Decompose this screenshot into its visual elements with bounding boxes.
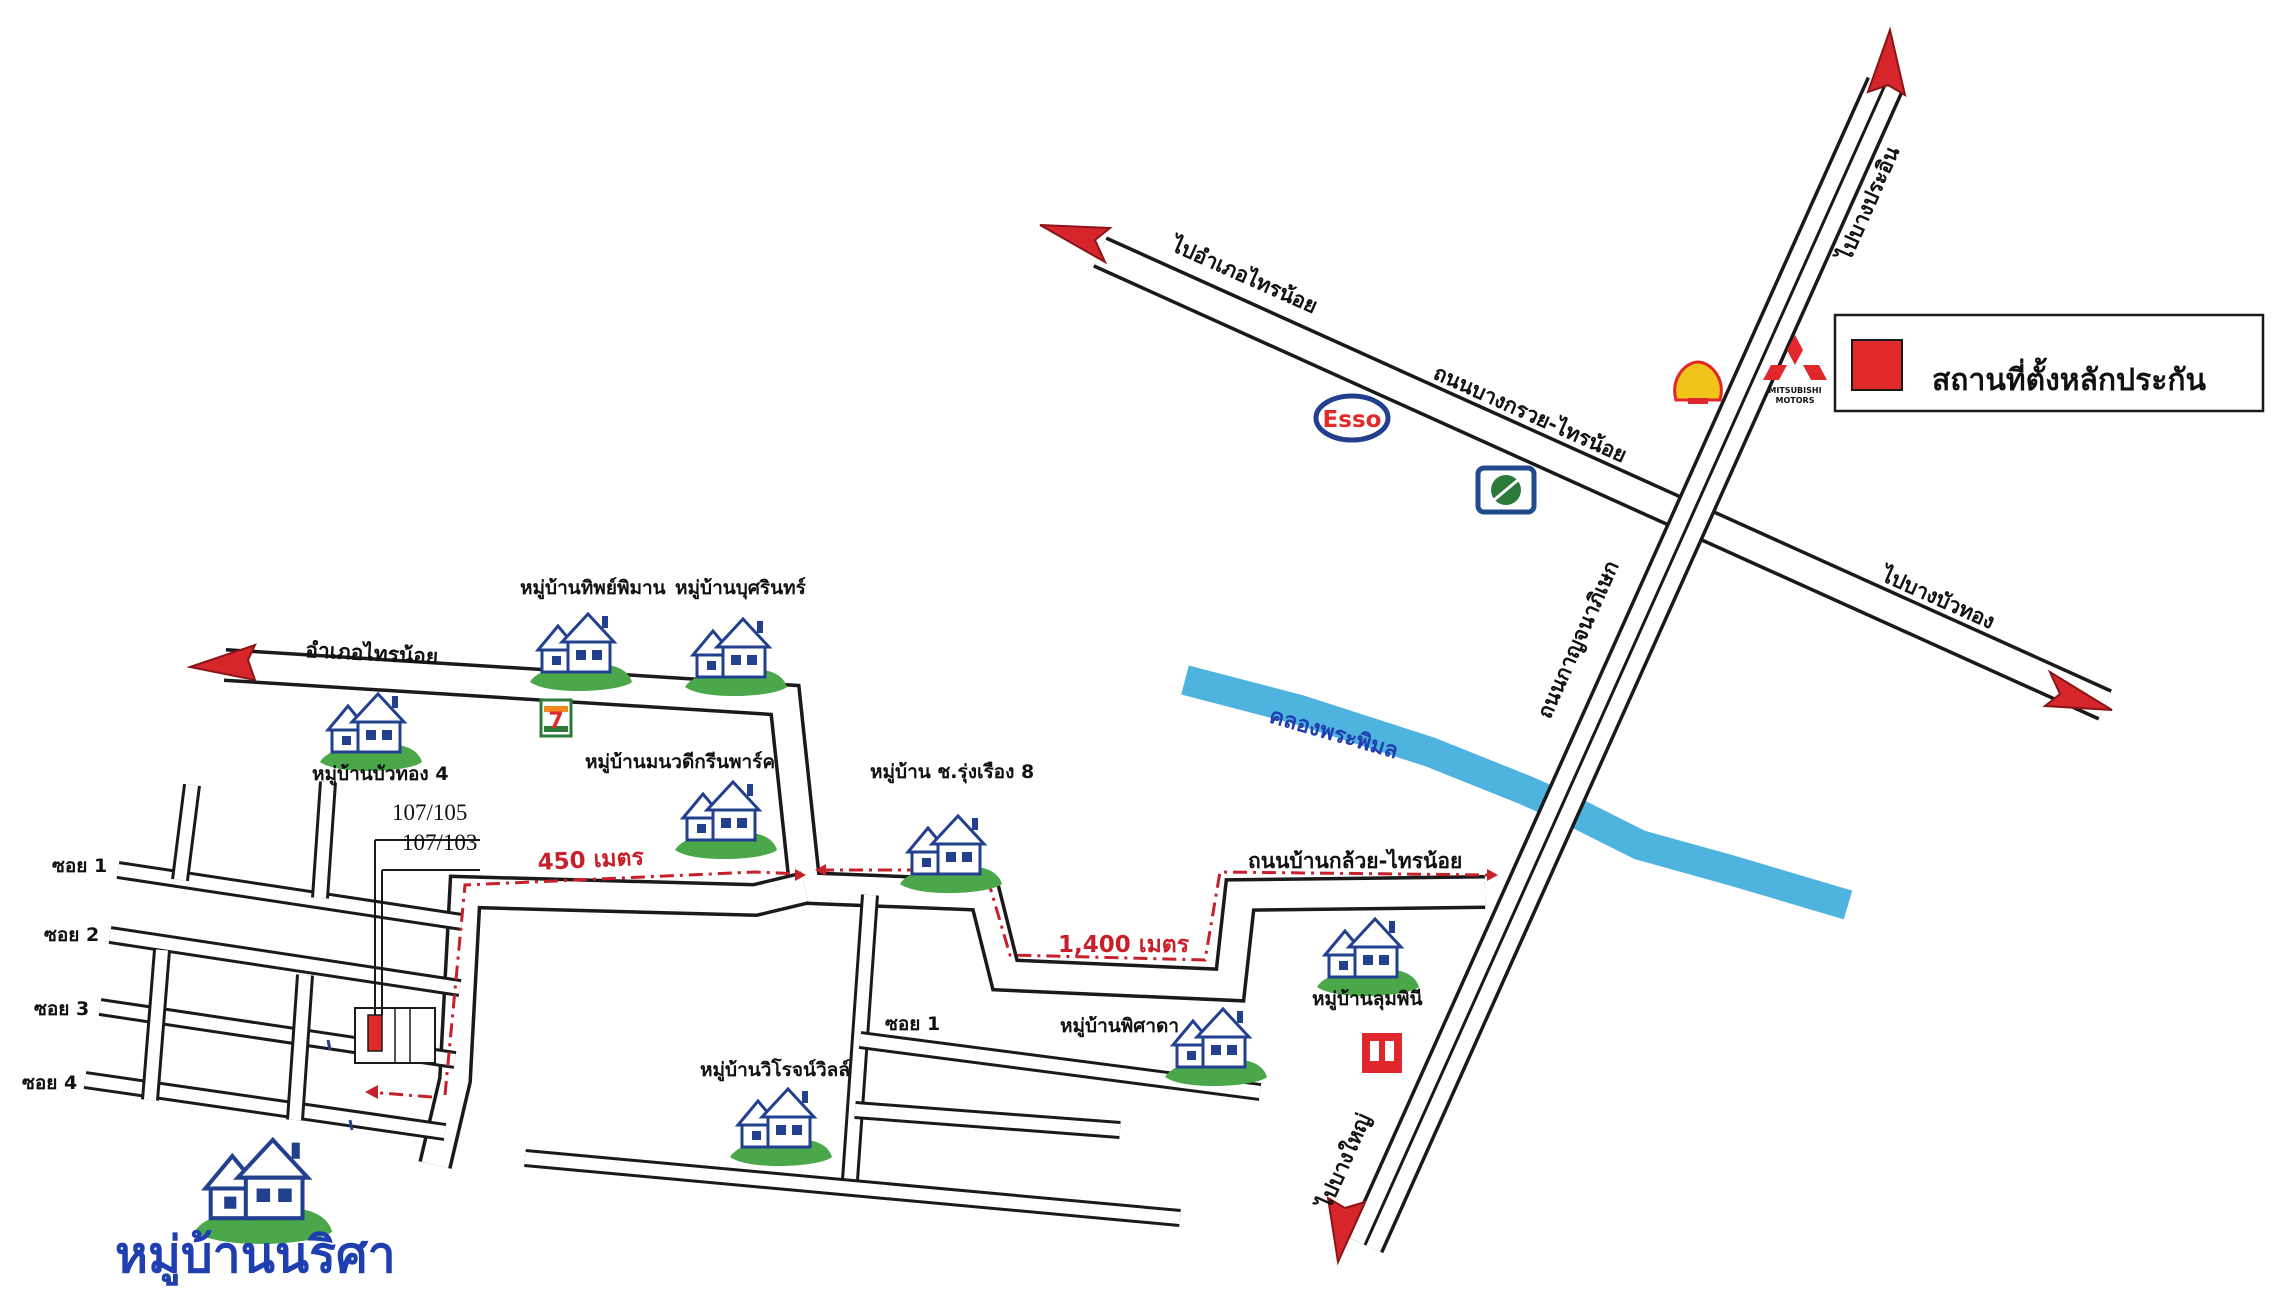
label-soi-2: ซอย 2 — [44, 924, 99, 946]
road-kanchanaphisek — [1346, 76, 1904, 1254]
house-icon-thip-phiman — [528, 612, 634, 693]
label-soi-1-left: ซอย 1 — [52, 855, 107, 877]
label-lumphini: หมู่บ้านลุมพินี — [1312, 988, 1422, 1011]
arrow-to-bang-bua-thong — [2042, 669, 2113, 711]
label-thip-phiman: หมู่บ้านทิพย์พิมาน — [520, 577, 666, 600]
mitsubishi-logo: MITSUBISHI MOTORS — [1763, 335, 1827, 405]
house-icon-bu-sarin — [683, 617, 789, 698]
label-rungrueang-8: หมู่บ้าน ช.รุ่งเรือง 8 — [870, 761, 1034, 784]
label-distance-1400: 1,400 เมตร — [1058, 932, 1190, 958]
svg-text:7: 7 — [548, 709, 563, 734]
label-narisa: หมู่บ้านนริศา — [115, 1226, 396, 1286]
label-phisada: หมู่บ้านพิศาดา — [1060, 1015, 1179, 1038]
label-wiroj-ville: หมู่บ้านวิโรจน์วิลล์ — [700, 1058, 850, 1082]
bangchak-logo — [1475, 465, 1537, 515]
svg-text:MITSUBISHI: MITSUBISHI — [1768, 386, 1821, 395]
label-ban-kluai-sai-noi: ถนนบ้านกล้วย-ไทรน้อย — [1248, 848, 1462, 873]
label-soi-1-mid: ซอย 1 — [885, 1013, 940, 1035]
arrow-to-amphoe-sai-noi — [186, 643, 257, 682]
arrow-to-bang-yai — [1326, 1196, 1367, 1266]
label-manatee: หมู่บ้านมนวดีกรีนพาร์ค — [585, 751, 775, 774]
house-icon-lumphini — [1315, 917, 1421, 998]
svg-text:MOTORS: MOTORS — [1776, 396, 1815, 405]
legend: สถานที่ตั้งหลักประกัน — [1833, 313, 2265, 413]
house-icon-rungrueang — [898, 814, 1004, 895]
house-icon-manatee — [673, 780, 779, 861]
collateral-plot — [326, 839, 480, 1131]
esso-logo: Esso — [1313, 393, 1391, 443]
isuzu-logo — [1362, 1033, 1402, 1073]
label-bu-sarin: หมู่บ้านบุศรินทร์ — [675, 577, 807, 600]
arrow-to-amphoe-sai-noi-upper — [1039, 224, 1113, 265]
house-icon-bua-thong-4 — [318, 692, 424, 773]
seven-eleven-logo: 7 — [539, 698, 573, 738]
road-bang-kruai-sai-noi — [1093, 236, 2112, 721]
label-plot-a: 107/105 — [392, 800, 467, 825]
label-soi-4: ซอย 4 — [22, 1072, 77, 1094]
road-amphoe-sai-noi — [223, 648, 1486, 1003]
label-distance-450: 450 เมตร — [537, 844, 645, 876]
label-plot-b: 107/103 — [402, 830, 477, 855]
svg-text:Esso: Esso — [1323, 407, 1382, 433]
house-icon-phisada — [1163, 1007, 1269, 1088]
label-soi-3: ซอย 3 — [34, 998, 89, 1020]
legend-label: สถานที่ตั้งหลักประกัน — [1932, 357, 2206, 398]
label-bua-thong-4: หมู่บ้านบัวทอง 4 — [312, 763, 449, 786]
arrow-to-bang-pa-in — [1866, 26, 1907, 98]
house-icon-wiroj — [728, 1087, 834, 1168]
shell-logo — [1673, 360, 1723, 404]
